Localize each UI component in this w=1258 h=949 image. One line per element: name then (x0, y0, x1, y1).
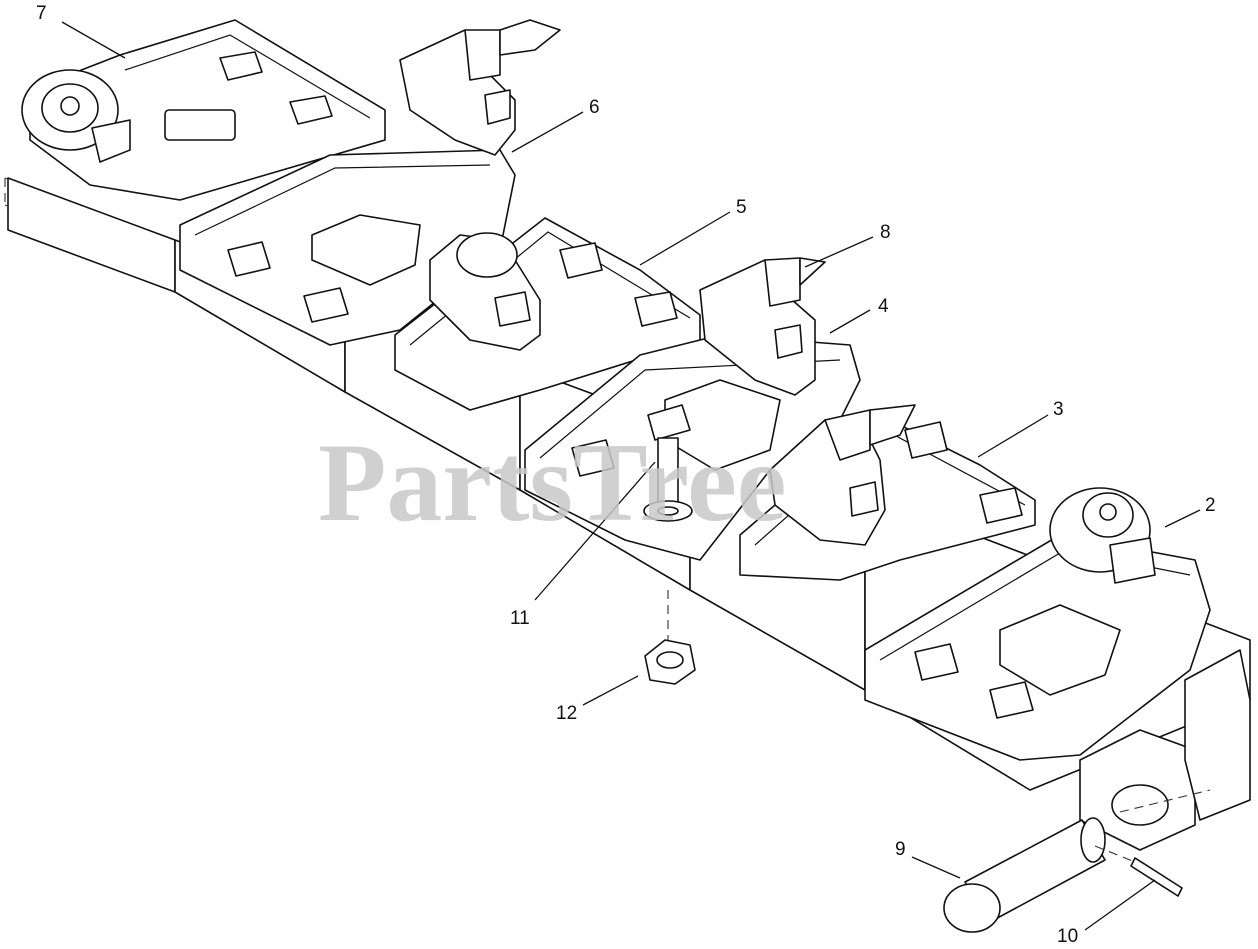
watermark: PartsTree (318, 421, 787, 545)
pin-9 (943, 789, 1211, 933)
tooth-bracket-3 (739, 404, 1036, 581)
callout-6: 6 (589, 97, 600, 118)
callout-9: 9 (895, 839, 906, 860)
callout-5: 5 (736, 197, 747, 218)
callout-8: 8 (880, 222, 891, 243)
callout-10: 10 (1057, 926, 1078, 947)
callout-12: 12 (556, 703, 577, 724)
cotter-pin-10 (1094, 845, 1183, 897)
tooth-bracket-7 (21, 19, 386, 201)
callout-4: 4 (878, 296, 889, 317)
nut-12 (644, 590, 696, 685)
side-links (1079, 649, 1251, 851)
callout-7: 7 (36, 3, 47, 24)
tooth-bracket-5 (394, 217, 701, 411)
leader-lines (61, 21, 1201, 931)
tooth-bracket-2 (864, 487, 1211, 761)
callout-labels: 7 6 5 8 4 3 2 11 12 9 10 (36, 3, 1216, 947)
callout-11: 11 (510, 608, 530, 629)
callout-2: 2 (1205, 495, 1216, 516)
tooth-bracket-4 (524, 257, 861, 561)
bolt-11 (643, 404, 693, 522)
callout-3: 3 (1053, 399, 1064, 420)
